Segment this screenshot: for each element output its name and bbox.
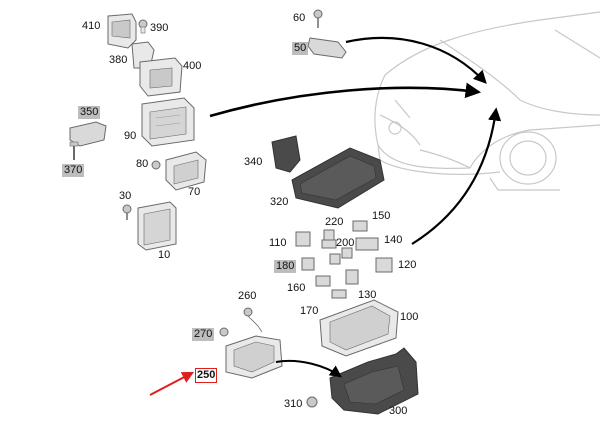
arrow-90-to-car [209, 82, 482, 118]
part-400-module [139, 57, 183, 97]
red-pointer-arrow [149, 371, 195, 396]
part-390-clip [138, 19, 148, 34]
label-250: 250 [195, 368, 218, 383]
part-10-control-unit [137, 201, 177, 251]
label-160: 160 [287, 282, 306, 294]
label-140: 140 [384, 234, 403, 246]
label-390: 390 [150, 22, 169, 34]
label-260: 260 [238, 290, 257, 302]
part-50-sensor [307, 37, 347, 59]
label-90: 90 [124, 130, 137, 142]
label-200: 200 [336, 237, 355, 249]
label-170: 170 [300, 305, 319, 317]
label-300: 300 [389, 405, 408, 417]
part-100-fuse-box [319, 299, 399, 357]
label-220: 220 [325, 216, 344, 228]
label-310: 310 [284, 398, 303, 410]
part-310-nut [306, 396, 318, 408]
fuse-relay-cluster [295, 220, 393, 299]
part-350-sensor [69, 121, 107, 147]
part-300-tray [329, 347, 419, 415]
label-10: 10 [158, 249, 171, 261]
part-270-nut [219, 327, 229, 337]
label-130: 130 [358, 289, 377, 301]
part-370-screw [69, 141, 79, 160]
label-80: 80 [136, 158, 149, 170]
part-260-nut [243, 307, 253, 317]
label-100: 100 [400, 311, 419, 323]
part-320-cover [291, 147, 385, 209]
part-70-module [165, 151, 207, 191]
label-350: 350 [78, 106, 101, 119]
car-illustration [374, 11, 600, 191]
label-180: 180 [274, 260, 297, 273]
label-60: 60 [293, 12, 306, 24]
label-400: 400 [183, 60, 202, 72]
label-340: 340 [244, 156, 263, 168]
label-150: 150 [372, 210, 391, 222]
label-410: 410 [82, 20, 101, 32]
part-90-control-unit [141, 97, 195, 147]
label-50: 50 [292, 42, 309, 55]
arrow-140-to-car [411, 107, 502, 245]
part-340-bracket [271, 135, 301, 173]
label-110: 110 [269, 237, 287, 249]
label-120: 120 [398, 259, 417, 271]
part-250-fuse-holder [225, 335, 283, 379]
label-30: 30 [119, 190, 132, 202]
label-320: 320 [270, 196, 289, 208]
label-380: 380 [109, 54, 128, 66]
label-70: 70 [188, 186, 201, 198]
part-410-bracket [107, 13, 137, 49]
part-60-screw [313, 9, 323, 28]
part-30-screw [122, 204, 132, 220]
arrow-250-to-300 [275, 360, 342, 378]
label-270: 270 [192, 328, 215, 341]
part-260-leader [247, 315, 263, 333]
arrow-50-to-car [345, 36, 487, 84]
label-370: 370 [62, 164, 85, 177]
part-80-nut [151, 160, 161, 170]
